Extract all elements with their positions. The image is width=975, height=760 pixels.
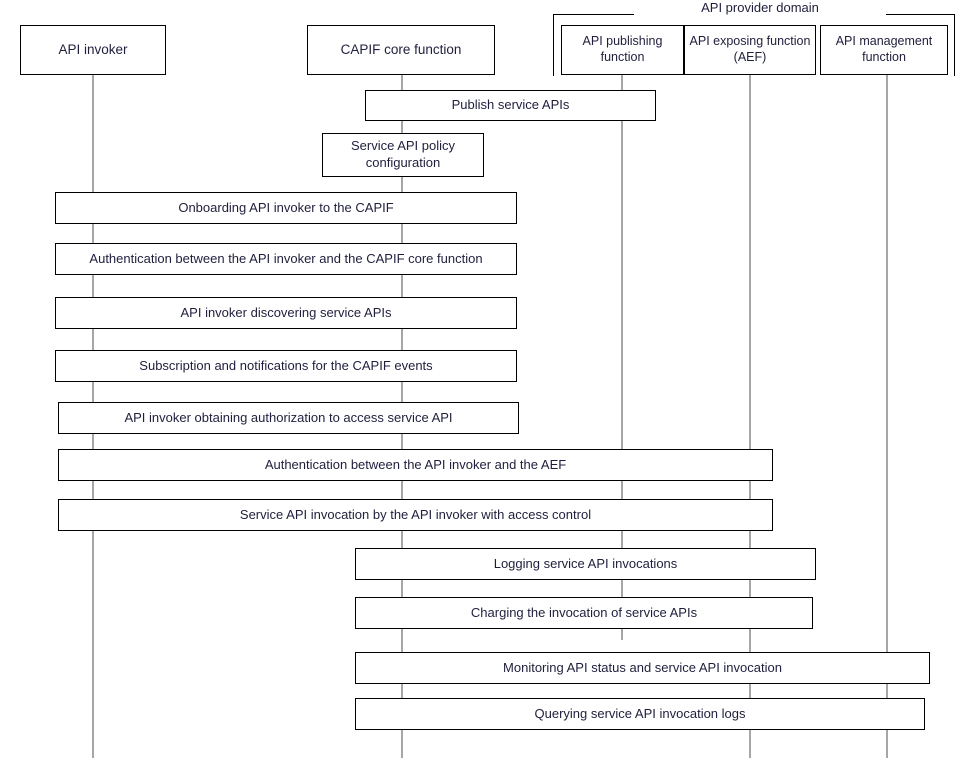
- actor-label-api-publishing-function: API publishing function: [582, 34, 663, 64]
- step-box-service-api-policy-configuration[interactable]: Service API policy configuration: [322, 133, 484, 177]
- step-label-api-invoker-discovering-service-apis: API invoker discovering service APIs: [180, 304, 392, 320]
- lifeline-api-publishing-function: [621, 75, 623, 640]
- step-label-service-api-policy-configuration: Service API policy configuration: [350, 138, 456, 170]
- step-label-logging-service-api-invocations: Logging service API invocations: [493, 555, 678, 571]
- step-box-api-invoker-discovering-service-apis[interactable]: API invoker discovering service APIs: [55, 297, 517, 329]
- step-box-authentication-between-api-invoker-and-capif-core-function[interactable]: Authentication between the API invoker a…: [55, 243, 517, 275]
- actor-label-capif-core-function: CAPIF core function: [340, 41, 462, 57]
- actor-box-api-management-function[interactable]: API management function: [820, 25, 948, 75]
- step-label-api-invoker-obtaining-authorization: API invoker obtaining authorization to a…: [124, 409, 453, 425]
- actor-box-capif-core-function[interactable]: CAPIF core function: [307, 25, 495, 75]
- step-label-monitoring-api-status-and-service-api-invocation: Monitoring API status and service API in…: [503, 659, 782, 675]
- step-box-querying-service-api-invocation-logs[interactable]: Querying service API invocation logs: [355, 698, 925, 730]
- step-box-subscription-and-notifications-for-capif-events[interactable]: Subscription and notifications for the C…: [55, 350, 517, 382]
- step-label-subscription-and-notifications-for-capif-events: Subscription and notifications for the C…: [139, 357, 433, 373]
- actor-label-api-invoker: API invoker: [58, 41, 128, 57]
- step-label-querying-service-api-invocation-logs: Querying service API invocation logs: [534, 705, 746, 721]
- lifeline-api-management-function: [886, 75, 888, 758]
- step-label-onboarding-api-invoker-to-the-capif: Onboarding API invoker to the CAPIF: [178, 199, 394, 215]
- actor-label-api-management-function: API management function: [835, 34, 933, 64]
- step-label-authentication-between-api-invoker-and-aef: Authentication between the API invoker a…: [264, 456, 567, 472]
- step-label-publish-service-apis: Publish service APIs: [451, 97, 570, 113]
- step-label-charging-the-invocation-of-service-apis: Charging the invocation of service APIs: [470, 604, 698, 620]
- step-label-authentication-between-api-invoker-and-capif-core-function: Authentication between the API invoker a…: [89, 250, 483, 266]
- step-box-authentication-between-api-invoker-and-aef[interactable]: Authentication between the API invoker a…: [58, 449, 773, 481]
- step-label-service-api-invocation-with-access-control: Service API invocation by the API invoke…: [239, 506, 592, 522]
- lifeline-api-exposing-function: [749, 75, 751, 758]
- actor-box-api-exposing-function[interactable]: API exposing function (AEF): [684, 25, 816, 75]
- step-box-service-api-invocation-with-access-control[interactable]: Service API invocation by the API invoke…: [58, 499, 773, 531]
- step-box-publish-service-apis[interactable]: Publish service APIs: [365, 90, 656, 121]
- step-box-onboarding-api-invoker-to-the-capif[interactable]: Onboarding API invoker to the CAPIF: [55, 192, 517, 224]
- step-box-logging-service-api-invocations[interactable]: Logging service API invocations: [355, 548, 816, 580]
- api-provider-domain-label: API provider domain: [634, 0, 886, 15]
- step-box-monitoring-api-status-and-service-api-invocation[interactable]: Monitoring API status and service API in…: [355, 652, 930, 684]
- actor-box-api-invoker[interactable]: API invoker: [20, 25, 166, 75]
- actor-label-api-exposing-function: API exposing function (AEF): [689, 34, 811, 64]
- step-box-api-invoker-obtaining-authorization[interactable]: API invoker obtaining authorization to a…: [58, 402, 519, 434]
- step-box-charging-the-invocation-of-service-apis[interactable]: Charging the invocation of service APIs: [355, 597, 813, 629]
- actor-box-api-publishing-function[interactable]: API publishing function: [561, 25, 684, 75]
